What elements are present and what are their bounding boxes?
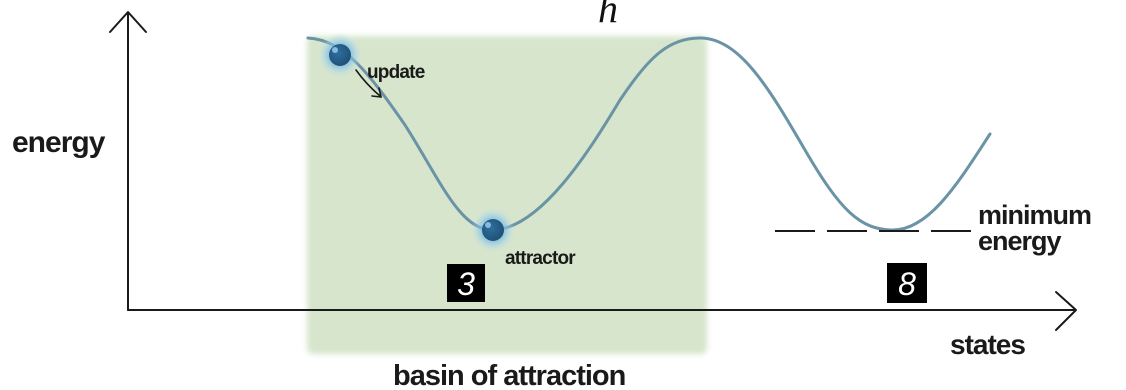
- basin-label: basin of attraction: [393, 360, 625, 390]
- energy-curve: [306, 36, 992, 232]
- basin-region: [307, 36, 707, 354]
- axes: [109, 11, 1077, 331]
- digit-eight-label: 8: [898, 266, 916, 302]
- energy-axis-label: energy: [12, 126, 106, 159]
- minimum-energy-label-line2: energy: [978, 226, 1062, 256]
- y-axis-arrowhead: [109, 11, 147, 33]
- attractor-ball: [471, 208, 515, 252]
- minimum-energy-label-line1: minimum: [978, 200, 1091, 230]
- x-axis-arrowhead: [1055, 291, 1077, 331]
- attractor-label: attractor: [505, 248, 576, 269]
- update-label: update: [367, 62, 425, 83]
- digit-three-label: 3: [457, 266, 475, 302]
- update-ball: [318, 33, 362, 77]
- states-axis-label: states: [950, 329, 1025, 360]
- top-symbol: h: [598, 0, 618, 31]
- digit-eight-image: 8: [887, 263, 927, 303]
- digit-three-image: 3: [447, 264, 485, 302]
- update-arrow: [355, 69, 383, 98]
